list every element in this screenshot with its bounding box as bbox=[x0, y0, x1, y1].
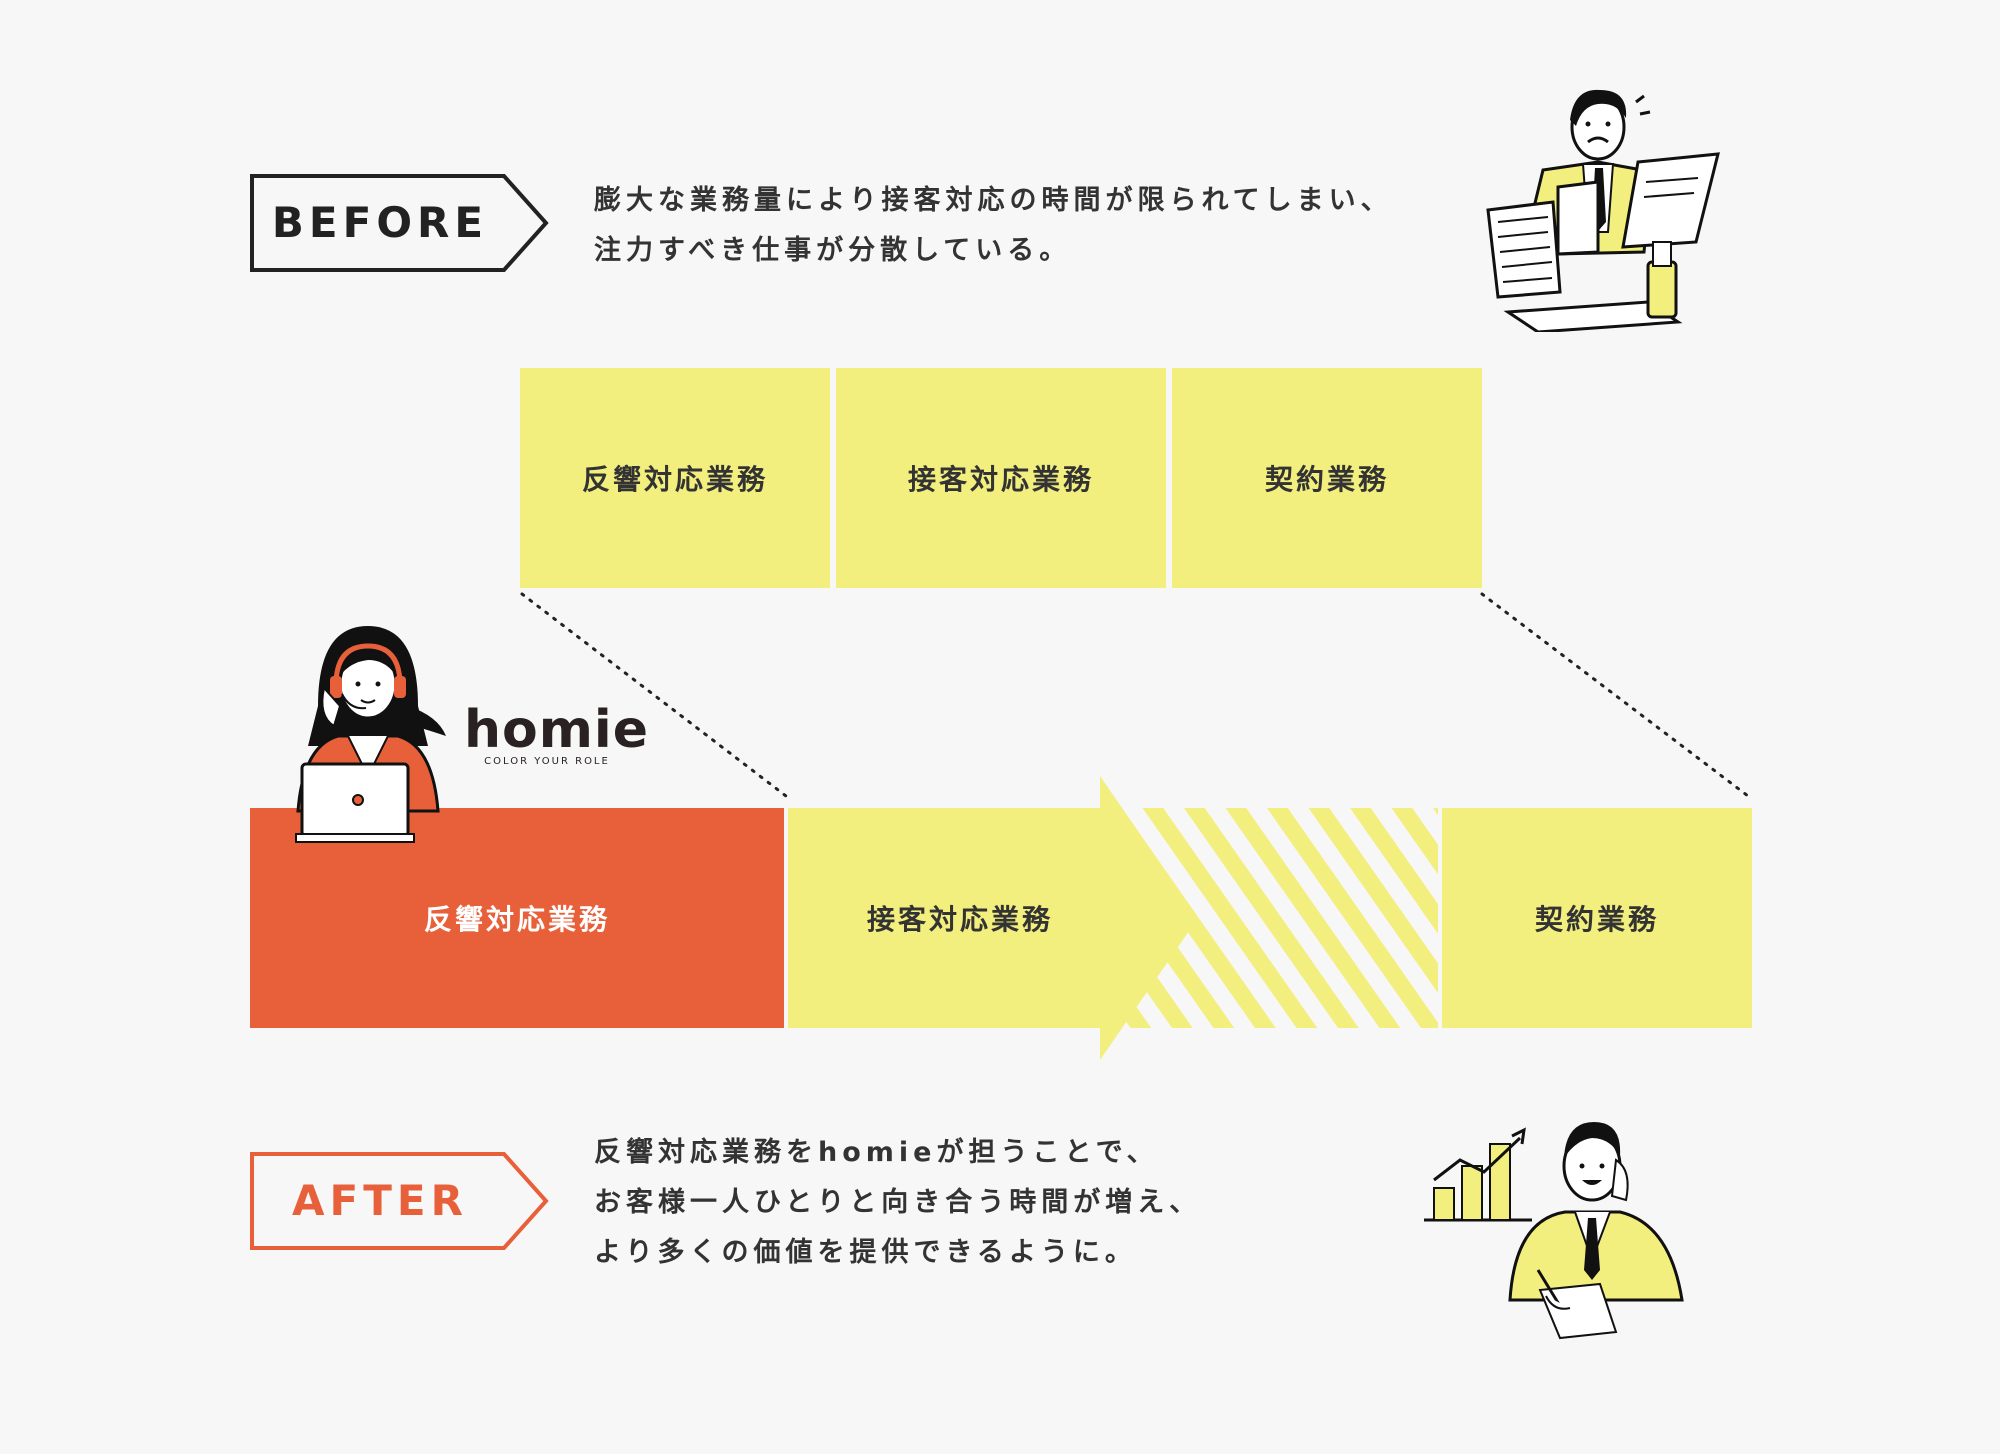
after-line-3: より多くの価値を提供できるように。 bbox=[594, 1237, 1137, 1268]
after-box-customer: 接客対応業務 bbox=[866, 903, 1053, 936]
before-tag: BEFORE bbox=[250, 174, 550, 274]
after-line-1: 反響対応業務をhomieが担うことで、 bbox=[594, 1137, 1159, 1168]
before-label: BEFORE bbox=[271, 197, 489, 247]
arrow-shape bbox=[788, 776, 1198, 1060]
after-tag: AFTER bbox=[250, 1152, 550, 1252]
after-box-response: 反響対応業務 bbox=[250, 808, 784, 1028]
after-line-2: お客様一人ひとりと向き合う時間が増え、 bbox=[594, 1187, 1202, 1218]
before-description: 膨大な業務量により接客対応の時間が限られてしまい、 注力すべき仕事が分散している… bbox=[594, 176, 1393, 276]
before-box-contract: 契約業務 bbox=[1172, 368, 1482, 588]
before-box-customer: 接客対応業務 bbox=[836, 368, 1166, 588]
logo-tagline: COLOR YOUR ROLE bbox=[484, 756, 610, 767]
transfer-arrow bbox=[788, 776, 1438, 1060]
logo-wordmark: homie bbox=[464, 700, 650, 760]
before-line-2: 注力すべき仕事が分散している。 bbox=[594, 235, 1072, 266]
after-box-contract: 契約業務 bbox=[1442, 808, 1752, 1028]
after-description: 反響対応業務をhomieが担うことで、 お客様一人ひとりと向き合う時間が増え、 … bbox=[594, 1128, 1201, 1278]
operator-illustration bbox=[295, 626, 446, 843]
homie-logo: homie COLOR YOUR ROLE bbox=[464, 700, 650, 767]
before-line-1: 膨大な業務量により接客対応の時間が限られてしまい、 bbox=[594, 185, 1393, 216]
before-tag-outline bbox=[250, 174, 549, 272]
after-label: AFTER bbox=[292, 1175, 468, 1225]
right-dotted-line bbox=[1480, 592, 1750, 798]
happy-worker-illustration bbox=[1424, 1122, 1684, 1340]
stressed-worker-illustration bbox=[1486, 89, 1720, 332]
before-box-response: 反響対応業務 bbox=[520, 368, 830, 588]
after-tag-outline bbox=[250, 1152, 549, 1250]
